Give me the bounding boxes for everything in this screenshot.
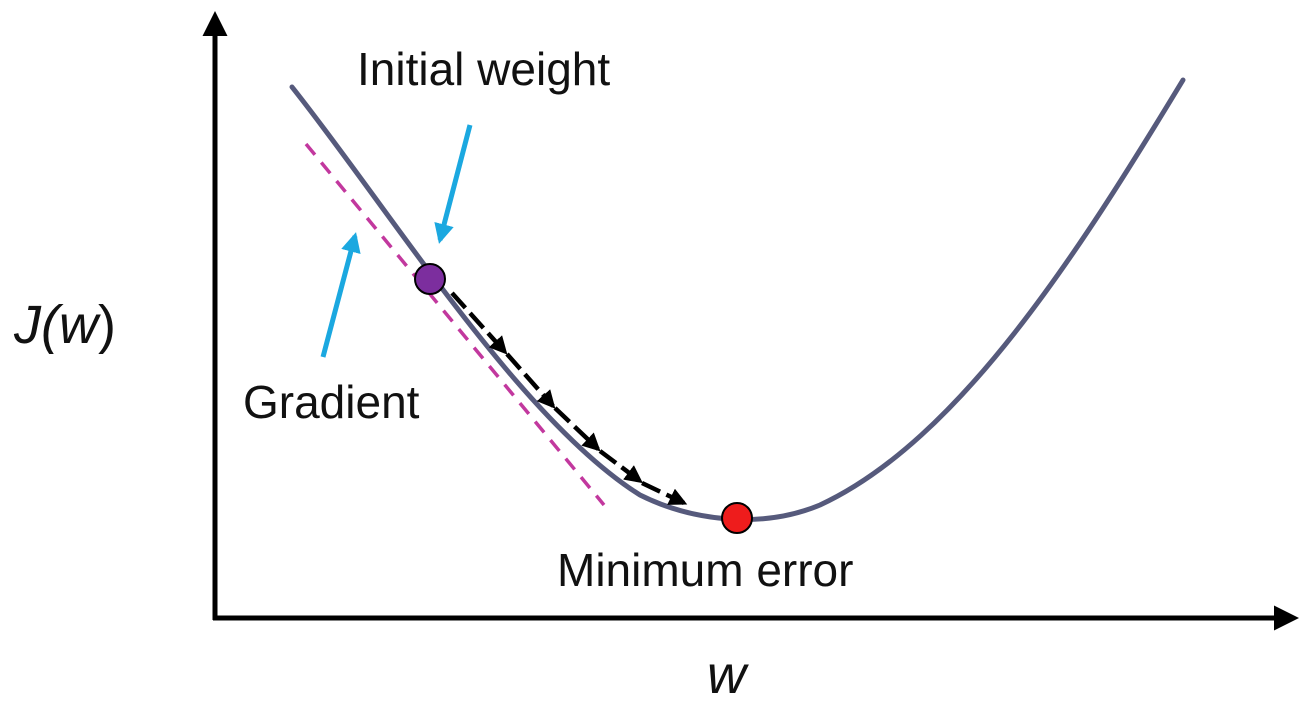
- initial-weight-label: Initial weight: [357, 43, 611, 95]
- y-axis-label-prefix: J(: [14, 295, 59, 355]
- gradient-pointer-arrow: [320, 232, 361, 358]
- y-axis-label-suffix: ): [97, 295, 116, 355]
- descent-steps: [450, 291, 688, 506]
- initial-weight-point: [414, 263, 446, 295]
- minimum-error-label: Minimum error: [557, 544, 854, 596]
- y-axis-label: J(w): [14, 298, 116, 352]
- cost-curve: [289, 77, 1186, 522]
- step-arrow: [641, 480, 688, 506]
- step-arrow: [450, 291, 508, 355]
- minimum-error-point: [721, 502, 753, 534]
- x-axis-label: w: [707, 645, 746, 705]
- gradient-tangent-line: [304, 142, 606, 507]
- step-arrow: [553, 406, 601, 452]
- initial-weight-pointer-arrow: [434, 124, 473, 244]
- step-arrow: [505, 352, 556, 409]
- gradient-label: Gradient: [243, 376, 420, 428]
- step-arrow: [598, 449, 643, 484]
- y-axis-label-var: w: [58, 295, 98, 355]
